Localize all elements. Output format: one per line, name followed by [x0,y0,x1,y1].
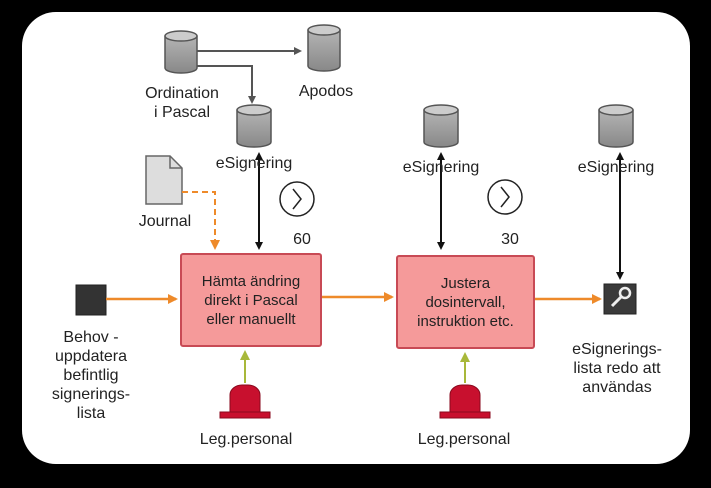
task-justera-dosintervall[interactable]: Justera dosintervall, instruktion etc. [396,255,535,349]
ordination-store-icon [164,30,198,74]
ordination-label: Ordination i Pascal [145,85,219,121]
actor-1-icon [219,384,271,419]
start-event-label: Behov - uppdatera befintlig signerings- … [51,329,131,422]
timer-30-icon [487,179,523,215]
journal-to-task-arrow [182,191,220,250]
end-event-label: eSignerings- lista redo att användas [572,341,662,396]
esignering-1-label: eSignering [215,155,293,172]
apodos-store-icon [307,24,341,72]
timer-30-label: 30 [501,231,519,248]
esignering-3-label: eSignering [577,159,655,176]
esignering-store-1-icon [236,104,272,148]
actor-2-label: Leg.personal [417,431,511,448]
timer-60-icon [279,181,315,217]
start-event-icon [75,284,107,316]
timer-60-label: 60 [293,231,311,248]
end-event-wrench-icon [603,283,637,315]
actor-1-label: Leg.personal [199,431,293,448]
actor-2-icon [439,384,491,419]
journal-document-icon [145,155,183,205]
apodos-label: Apodos [298,83,354,100]
journal-label: Journal [138,213,192,230]
task-hamta-andring[interactable]: Hämta ändring direkt i Pascal eller manu… [180,253,322,347]
esignering-2-label: eSignering [402,159,480,176]
ordination-to-esignering-arrow [197,65,256,104]
esignering-store-3-icon [598,104,634,148]
esignering-store-2-icon [423,104,459,148]
diagram-panel [22,12,690,464]
